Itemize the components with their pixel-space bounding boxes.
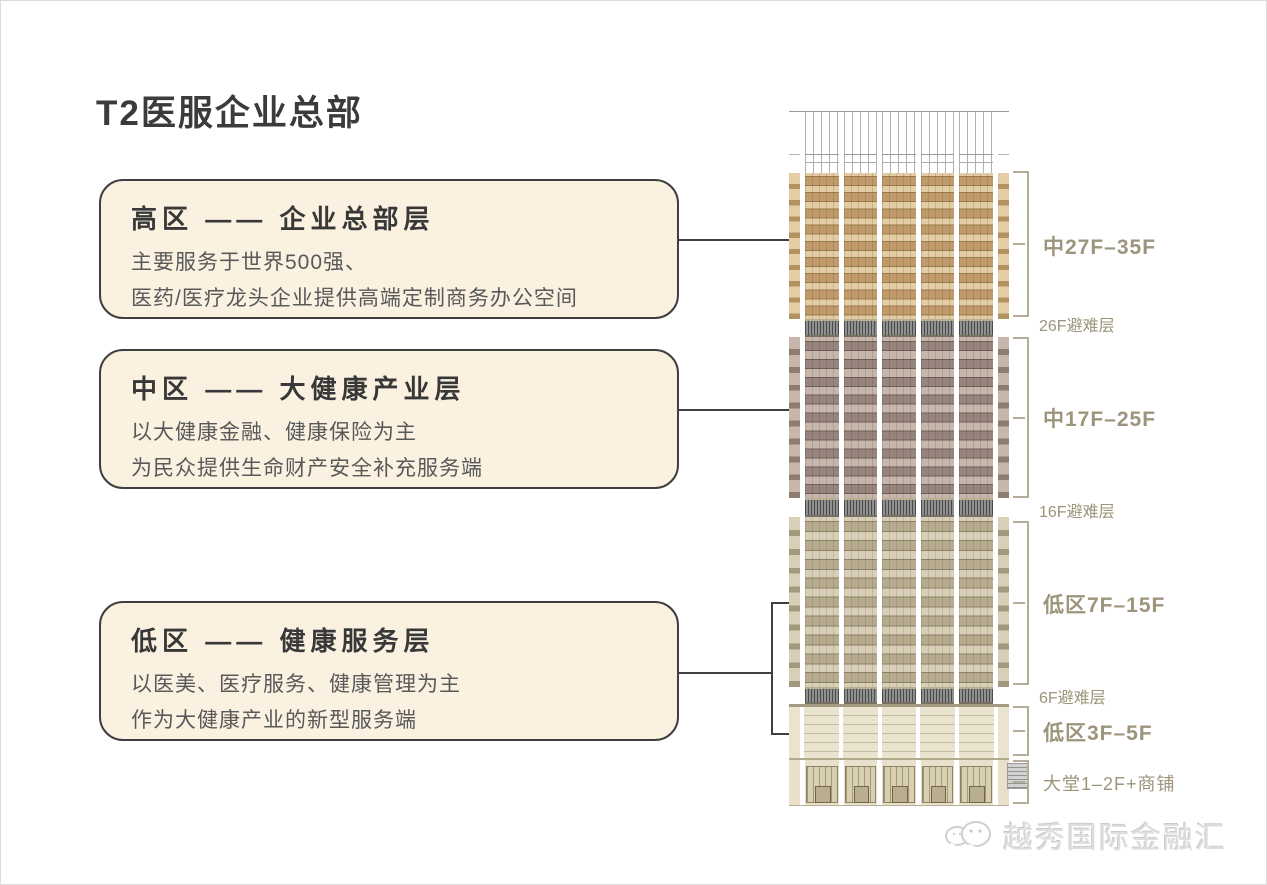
bracket-mid-zone	[1013, 337, 1029, 498]
facade-bay	[805, 687, 839, 704]
facade-bay	[920, 687, 955, 704]
facade-bay	[843, 517, 878, 687]
facade-bay	[882, 498, 916, 517]
refuge-strip-6f	[789, 687, 1009, 704]
tower-podium-3f-5f	[789, 704, 1009, 758]
bracket-low-3f-5f	[1013, 706, 1029, 756]
tower-band-mid-17f-25f	[789, 337, 1009, 498]
facade-bay	[959, 319, 993, 337]
facade-bay	[805, 517, 839, 687]
card-high-zone-line2: 医药/医疗龙头企业提供高端定制商务办公空间	[131, 287, 578, 310]
facade-bay	[842, 707, 878, 758]
facade-bay	[843, 112, 878, 174]
refuge-label-26f: 26F避难层	[1039, 318, 1115, 335]
connector-low-arm-bottom	[771, 733, 789, 735]
facade-bay	[843, 337, 878, 498]
card-high-zone: 高区 —— 企业总部层 主要服务于世界500强、 医药/医疗龙头企业提供高端定制…	[99, 179, 679, 319]
facade-bay	[843, 687, 878, 704]
tower-crown	[789, 111, 1009, 174]
card-mid-zone-line2: 为民众提供生命财产安全补充服务端	[131, 457, 483, 480]
wechat-icon	[943, 814, 995, 856]
bracket-low-zone	[1013, 521, 1029, 685]
bracket-lobby	[1013, 760, 1029, 804]
zone-label-3f-5f: 低区3F–5F	[1043, 722, 1153, 745]
facade-bay	[920, 707, 956, 758]
facade-bay	[920, 498, 955, 517]
refuge-label-6f: 6F避难层	[1039, 690, 1106, 707]
facade-bay	[804, 707, 839, 758]
connector-low	[679, 672, 773, 674]
tower-elevation	[789, 111, 1028, 806]
facade-bay	[805, 337, 839, 498]
card-high-zone-line1: 主要服务于世界500强、	[131, 251, 368, 274]
facade-bay	[920, 112, 955, 174]
zone-label-lobby: 大堂1–2F+商铺	[1043, 774, 1176, 794]
card-mid-zone: 中区 —— 大健康产业层 以大健康金融、健康保险为主 为民众提供生命财产安全补充…	[99, 349, 679, 489]
card-mid-zone-text: 以大健康金融、健康保险为主 为民众提供生命财产安全补充服务端	[131, 415, 651, 487]
facade-bay	[882, 687, 916, 704]
card-mid-zone-heading: 中区 —— 大健康产业层	[131, 374, 466, 404]
watermark-text: 越秀国际金融汇	[1003, 822, 1227, 855]
tower-band-high-27f-35f	[789, 173, 1009, 319]
facade-bay	[959, 112, 993, 174]
facade-bay	[920, 319, 955, 337]
facade-bay	[959, 707, 994, 758]
facade-bay	[959, 337, 993, 498]
facade-bay	[881, 707, 917, 758]
zone-label-7f-15f: 低区7F–15F	[1043, 594, 1166, 617]
facade-bay	[920, 517, 955, 687]
facade-bay	[920, 173, 955, 319]
card-low-zone-line1: 以医美、医疗服务、健康管理为主	[131, 673, 461, 696]
facade-bay	[805, 112, 839, 174]
connector-low-arm-top	[771, 602, 789, 604]
watermark: 越秀国际金融汇	[943, 813, 1227, 857]
card-low-zone-text: 以医美、医疗服务、健康管理为主 作为大健康产业的新型服务端	[131, 667, 651, 739]
zone-label-27f-35f: 中27F–35F	[1043, 236, 1157, 259]
facade-bay	[882, 337, 916, 498]
card-low-zone-heading: 低区 —— 健康服务层	[131, 626, 435, 656]
facade-bay	[805, 498, 839, 517]
facade-bay	[805, 760, 839, 805]
facade-bay	[920, 760, 955, 805]
facade-bay	[882, 112, 916, 174]
facade-bay	[882, 760, 916, 805]
facade-bay	[843, 498, 878, 517]
facade-bay	[920, 337, 955, 498]
facade-bay	[882, 319, 916, 337]
refuge-strip-16f	[789, 498, 1009, 517]
facade-bay	[805, 173, 839, 319]
zone-label-17f-25f: 中17F–25F	[1043, 408, 1157, 431]
facade-bay	[959, 498, 993, 517]
connector-mid	[679, 409, 791, 411]
facade-bay	[843, 173, 878, 319]
connector-low-bracket	[771, 602, 773, 735]
facade-bay	[959, 173, 993, 319]
facade-bay	[959, 760, 993, 805]
card-high-zone-text: 主要服务于世界500强、 医药/医疗龙头企业提供高端定制商务办公空间	[131, 245, 651, 317]
card-mid-zone-line1: 以大健康金融、健康保险为主	[131, 421, 417, 444]
connector-high	[679, 239, 791, 241]
facade-bay	[882, 517, 916, 687]
tower-lobby-1f-2f	[789, 758, 1009, 806]
facade-bay	[959, 517, 993, 687]
facade-bay	[959, 687, 993, 704]
refuge-label-16f: 16F避难层	[1039, 504, 1115, 521]
facade-bay	[805, 319, 839, 337]
tower-band-low-7f-15f	[789, 517, 1009, 687]
facade-bay	[843, 319, 878, 337]
page-title: T2医服企业总部	[96, 94, 363, 133]
card-low-zone-line2: 作为大健康产业的新型服务端	[131, 709, 417, 732]
card-high-zone-heading: 高区 —— 企业总部层	[131, 204, 435, 234]
facade-bay	[843, 760, 878, 805]
facade-bay	[882, 173, 916, 319]
refuge-strip-26f	[789, 319, 1009, 337]
bracket-high-zone	[1013, 171, 1029, 317]
card-low-zone: 低区 —— 健康服务层 以医美、医疗服务、健康管理为主 作为大健康产业的新型服务…	[99, 601, 679, 741]
